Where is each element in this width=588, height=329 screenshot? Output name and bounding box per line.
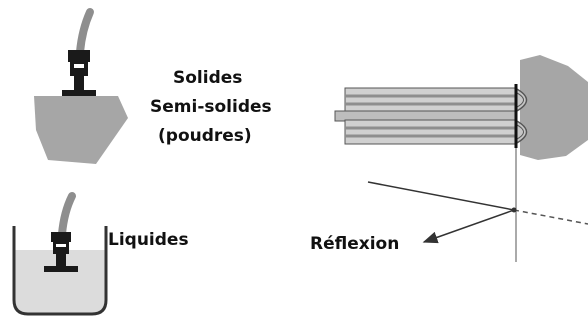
beaker-icon xyxy=(12,226,108,316)
fiber-lower xyxy=(344,119,516,145)
fiber-optic-icon xyxy=(334,55,588,262)
label-semi-solides: Semi-solides xyxy=(150,97,272,117)
solid-probe-group xyxy=(34,8,128,164)
probe-cable xyxy=(76,8,94,56)
beaker-liquid xyxy=(14,250,106,314)
label-liquides: Liquides xyxy=(108,230,189,250)
probe-stem xyxy=(74,76,84,90)
probe-cable xyxy=(58,192,76,238)
liquid-probe-group xyxy=(12,192,108,316)
probe-collar-mark xyxy=(56,244,66,247)
probe-head xyxy=(44,266,78,272)
transmitted-ray xyxy=(513,209,588,225)
arrow-icon xyxy=(422,209,515,244)
probe-collar xyxy=(53,242,69,254)
probe-stem xyxy=(56,254,66,266)
label-solides: Solides xyxy=(173,68,243,88)
fiber-upper xyxy=(344,87,516,113)
probe-collar-mark xyxy=(74,64,84,68)
probe-connector xyxy=(68,50,90,62)
incident-ray xyxy=(367,181,515,211)
probe-connector xyxy=(51,232,71,242)
label-reflexion: Réflexion xyxy=(310,234,400,254)
probe-head xyxy=(62,90,96,96)
sample-surface xyxy=(520,55,588,160)
reflection-rays xyxy=(367,181,588,244)
solid-sample xyxy=(34,96,128,164)
label-poudres: (poudres) xyxy=(158,126,252,146)
